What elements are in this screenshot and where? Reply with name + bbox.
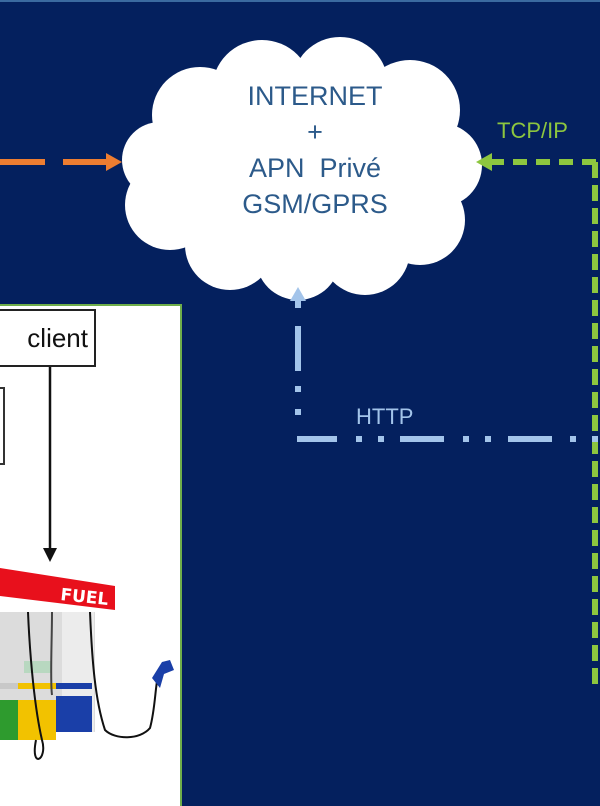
pump-green-panel	[0, 700, 18, 740]
cloud-line-plus: +	[307, 117, 323, 147]
device-box	[0, 387, 5, 465]
fuel-canopy	[0, 568, 115, 610]
connector-arrowhead	[43, 548, 57, 562]
top-border	[0, 0, 600, 2]
fuel-nozzle	[152, 660, 174, 688]
pump-blue-panel	[56, 696, 92, 732]
pump-hose	[27, 611, 45, 760]
cloud-line-apn: APN Privé	[248, 153, 382, 183]
fuel-station-illustration: FUEL	[0, 363, 174, 760]
fuel-sign-text: FUEL	[59, 585, 109, 610]
tcp-link-arrow	[476, 153, 598, 685]
cloud-label: INTERNET + APN Privé GSM/GPRS	[170, 78, 460, 222]
client-label: client	[27, 323, 88, 353]
tcp-ip-label: TCP/IP	[497, 118, 568, 143]
http-link-arrow	[290, 287, 598, 442]
orange-link-arrow	[0, 153, 122, 171]
cloud-line-gsm: GSM/GPRS	[242, 189, 388, 219]
http-label: HTTP	[356, 404, 414, 429]
client-label-box: client	[0, 309, 96, 367]
cloud-line-internet: INTERNET	[247, 81, 383, 111]
internet-cloud	[122, 37, 482, 300]
